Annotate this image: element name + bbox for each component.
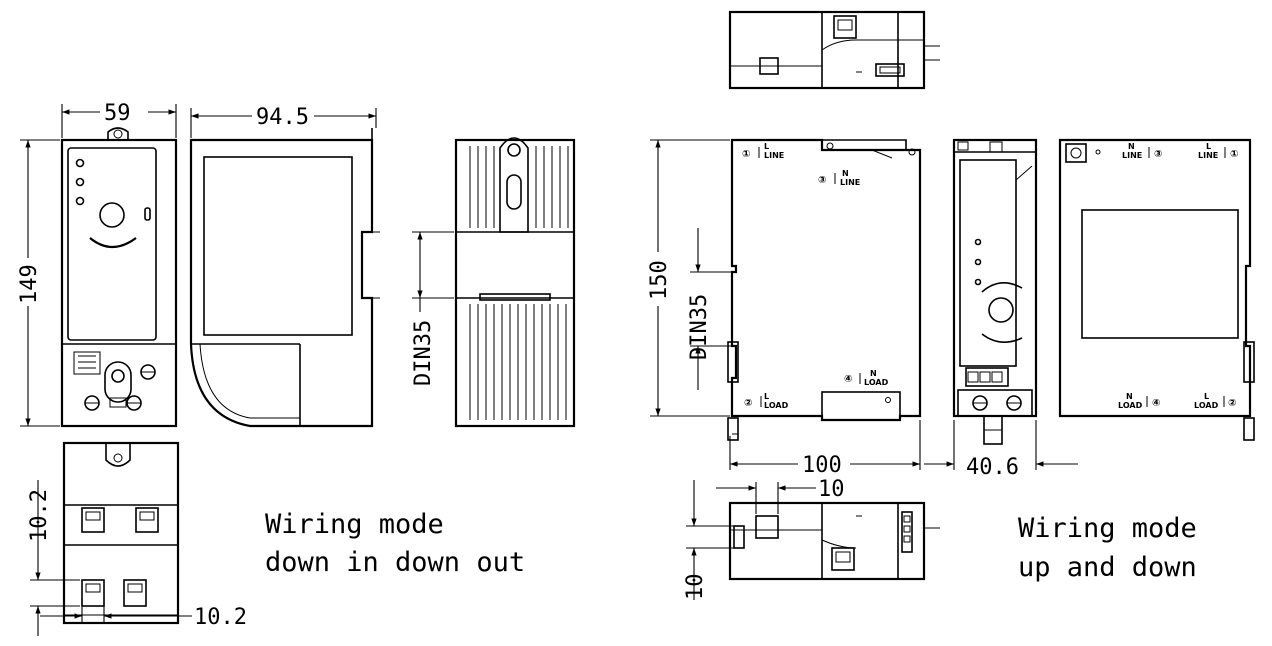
left-bottom-view: [62, 441, 180, 625]
right-bottom-view: [728, 501, 940, 581]
caption-left-line2: down in down out: [265, 547, 525, 578]
svg-text:③: ③: [1154, 149, 1162, 160]
dim-left-spacing-h: 10.2: [194, 605, 247, 630]
terminal-3-label: ③ N LINE: [818, 169, 860, 187]
svg-text:②: ②: [744, 398, 752, 409]
dim-left-height: 149: [17, 264, 42, 304]
left-rear-view: [454, 137, 576, 428]
terminal-4-label: ④ N LOAD: [844, 369, 889, 387]
left-side-view: [189, 128, 380, 428]
svg-text:N: N: [1128, 142, 1135, 151]
svg-text:LINE: LINE: [840, 178, 860, 187]
left-dimension-lines: [20, 104, 454, 636]
svg-text:L: L: [1204, 392, 1209, 401]
svg-text:①: ①: [1230, 149, 1238, 160]
svg-text:L: L: [764, 142, 769, 151]
svg-text:LOAD: LOAD: [864, 378, 889, 387]
svg-text:LINE: LINE: [1122, 151, 1142, 160]
dim-right-height: 150: [647, 260, 672, 300]
dim-right-spacing-h: 10: [818, 477, 845, 502]
rear-terminal-2-label: L LOAD ②: [1194, 392, 1236, 410]
caption-right-line1: Wiring mode: [1018, 513, 1197, 544]
right-rear-view: N LINE ③ L LINE ① N LOAD ④ L LOAD ②: [1058, 138, 1255, 441]
dim-right-depth: 40.6: [966, 455, 1019, 480]
svg-text:N: N: [870, 369, 877, 378]
terminal-1-label: ① L LINE: [742, 142, 784, 160]
dim-left-width: 59: [104, 101, 131, 126]
svg-text:②: ②: [1228, 398, 1236, 409]
dim-din-right: DIN35: [687, 294, 712, 360]
rear-terminal-1-label: L LINE ①: [1198, 142, 1238, 160]
dim-right-width: 100: [802, 453, 842, 478]
svg-text:LOAD: LOAD: [1118, 401, 1143, 410]
svg-text:L: L: [1206, 142, 1211, 151]
caption-right-line2: up and down: [1018, 552, 1197, 583]
svg-text:LINE: LINE: [1198, 151, 1218, 160]
svg-text:④: ④: [844, 374, 852, 385]
terminal-2-label: ② L LOAD: [744, 392, 789, 410]
rear-terminal-3-label: N LINE ③: [1122, 142, 1162, 160]
dim-left-spacing-v: 10.2: [27, 489, 52, 542]
svg-text:③: ③: [818, 175, 826, 186]
svg-text:N: N: [1126, 392, 1133, 401]
dim-right-spacing-v: 10: [683, 574, 708, 601]
svg-text:①: ①: [742, 149, 750, 160]
right-top-view: [728, 10, 940, 90]
svg-text:LOAD: LOAD: [764, 401, 789, 410]
caption-left-line1: Wiring mode: [265, 509, 444, 540]
left-front-view: [60, 127, 178, 428]
right-front-view: ① L LINE ③ N LINE ④ N LOAD ② L LOAD: [727, 138, 922, 441]
right-dimension-lines: [650, 139, 1078, 600]
svg-text:④: ④: [1152, 398, 1160, 409]
svg-text:LINE: LINE: [764, 151, 784, 160]
svg-text:L: L: [764, 392, 769, 401]
dim-din-left: DIN35: [411, 320, 436, 386]
right-side-view: [952, 138, 1038, 445]
svg-text:N: N: [842, 169, 849, 178]
rear-terminal-4-label: N LOAD ④: [1118, 392, 1160, 410]
svg-text:LOAD: LOAD: [1194, 401, 1219, 410]
dim-left-depth: 94.5: [256, 105, 309, 130]
